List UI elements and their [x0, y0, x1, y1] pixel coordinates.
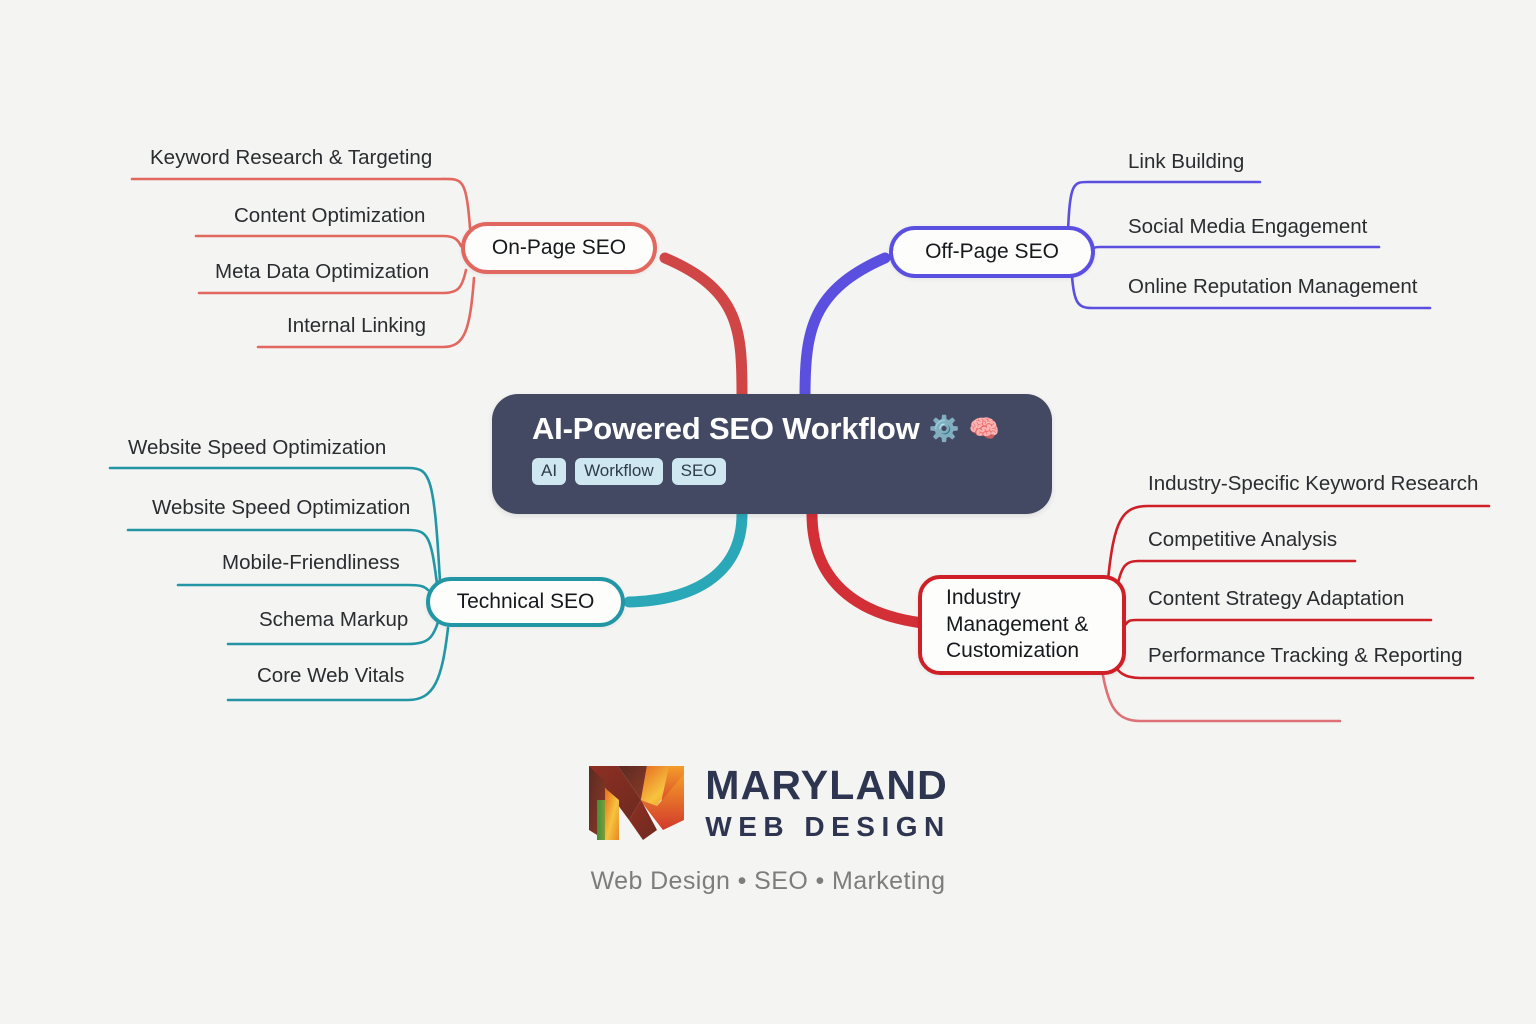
leaf-label-industry-specific-keyword-research[interactable]: Industry-Specific Keyword Research [1148, 472, 1479, 495]
tag-ai[interactable]: AI [532, 458, 567, 486]
leaf-line-onpage-1 [194, 234, 463, 248]
footer-logo-block: MARYLAND WEB DESIGN Web Design • SEO • M… [0, 760, 1536, 896]
leaf-line-technical-2 [176, 583, 430, 592]
leaf-label-content-optimization[interactable]: Content Optimization [234, 204, 426, 227]
leaf-label-website-speed-optimization-2[interactable]: Website Speed Optimization [152, 496, 411, 519]
leaf-line-offpage-1 [1090, 245, 1381, 253]
trunk-technical [623, 508, 748, 608]
leaf-label-internal-linking[interactable]: Internal Linking [287, 314, 427, 337]
central-node-title-row: AI-Powered SEO Workflow ⚙️ 🧠 [532, 411, 1052, 446]
logo-brand-line-2: WEB DESIGN [705, 811, 951, 842]
logo-wordmark: MARYLAND WEB DESIGN [705, 765, 950, 841]
tag-seo[interactable]: SEO [671, 458, 726, 486]
logo-brand-line-1: MARYLAND [705, 762, 948, 808]
leaf-label-performance-tracking-reporting[interactable]: Performance Tracking & Reporting [1148, 644, 1463, 667]
trunk-offpage [799, 252, 891, 402]
brain-icon: 🧠 [968, 414, 1000, 443]
branch-node-on-page-seo[interactable]: On-Page SEO [461, 222, 657, 274]
leaf-label-core-web-vitals[interactable]: Core Web Vitals [257, 664, 405, 687]
branch-label-off-page-seo: Off-Page SEO [925, 239, 1059, 263]
gear-icon: ⚙️ [928, 414, 960, 443]
leaf-label-meta-data-optimization[interactable]: Meta Data Optimization [215, 260, 430, 283]
central-node-title: AI-Powered SEO Workflow [532, 411, 920, 446]
branch-node-off-page-seo[interactable]: Off-Page SEO [889, 226, 1095, 278]
leaf-line-industry-2 [1124, 618, 1433, 626]
footer-tagline: Web Design • SEO • Marketing [590, 867, 946, 895]
leaf-label-website-speed-optimization-1[interactable]: Website Speed Optimization [128, 436, 387, 459]
leaf-label-link-building[interactable]: Link Building [1128, 150, 1245, 173]
branch-node-technical-seo[interactable]: Technical SEO [426, 577, 625, 627]
leaf-label-competitive-analysis[interactable]: Competitive Analysis [1148, 528, 1338, 551]
leaf-label-schema-markup[interactable]: Schema Markup [259, 608, 409, 631]
trunk-onpage [659, 252, 748, 402]
leaf-label-keyword-research-targeting[interactable]: Keyword Research & Targeting [150, 146, 433, 169]
central-node[interactable]: AI-Powered SEO Workflow ⚙️ 🧠 AI Workflow… [492, 394, 1052, 514]
branch-label-industry-management: Industry Management & Customization [946, 585, 1089, 663]
trunk-industry [806, 508, 928, 629]
branch-node-industry-management[interactable]: Industry Management & Customization [918, 575, 1126, 675]
leaf-line-industry-1 [1116, 559, 1357, 585]
leaf-label-content-strategy-adaptation[interactable]: Content Strategy Adaptation [1148, 587, 1405, 610]
leaf-label-mobile-friendliness[interactable]: Mobile-Friendliness [222, 551, 400, 574]
leaf-label-social-media-engagement[interactable]: Social Media Engagement [1128, 215, 1368, 238]
maryland-m-logo-icon [589, 766, 685, 840]
branch-label-on-page-seo: On-Page SEO [491, 235, 627, 259]
leaf-label-online-reputation-management[interactable]: Online Reputation Management [1128, 275, 1418, 298]
leaf-line-industry-4 [1100, 668, 1342, 723]
tag-workflow[interactable]: Workflow [575, 458, 663, 486]
logo-row: MARYLAND WEB DESIGN [585, 760, 950, 846]
central-node-tag-row: AI Workflow SEO [532, 458, 1052, 486]
branch-label-technical-seo: Technical SEO [456, 589, 595, 613]
